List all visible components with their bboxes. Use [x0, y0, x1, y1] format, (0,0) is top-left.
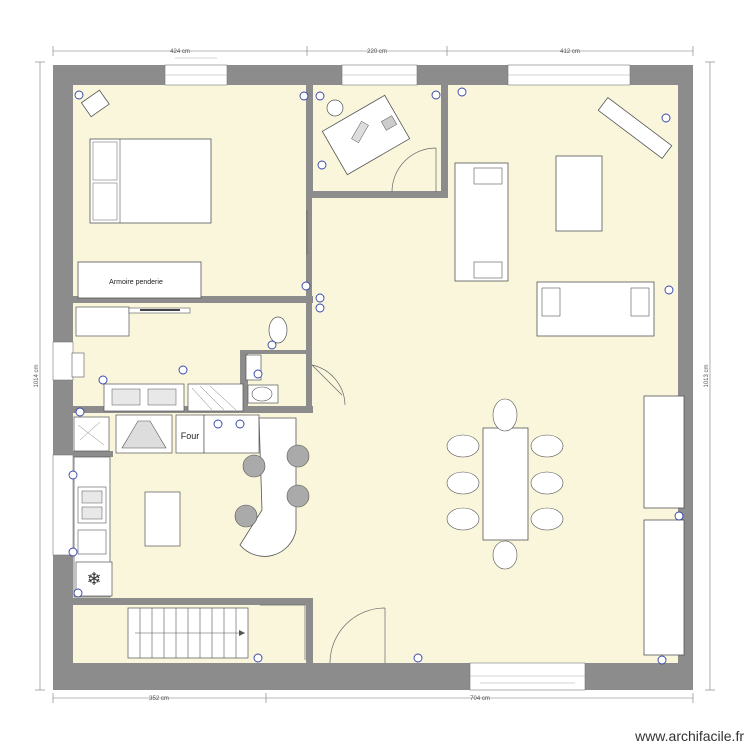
dim-bottom-1: 352 cm	[149, 696, 169, 702]
bar-stool	[234, 504, 258, 528]
dining-chair	[446, 507, 480, 531]
tv-unit	[597, 96, 673, 160]
coffee-table	[555, 155, 603, 232]
oven	[175, 414, 205, 454]
sideboard-1	[643, 395, 685, 509]
dimension-lines	[35, 46, 715, 703]
electrical-outlets	[68, 87, 684, 665]
dining-chair	[530, 507, 564, 531]
oven-label: Four	[181, 431, 200, 441]
desk	[321, 94, 411, 176]
wardrobe	[77, 261, 202, 299]
bar-counter	[239, 417, 297, 557]
dishwasher	[73, 416, 110, 452]
dining-chair	[530, 471, 564, 495]
office	[321, 94, 411, 176]
dim-right: 1013 cm	[704, 364, 710, 387]
dining-table	[482, 427, 529, 541]
sideboard-2	[643, 519, 685, 656]
screen	[380, 115, 398, 131]
laundry-unit	[71, 352, 85, 378]
bed	[89, 138, 212, 224]
keyboard	[351, 120, 369, 144]
dish-rack	[77, 529, 107, 555]
nightstand	[80, 89, 110, 118]
staircase	[127, 607, 249, 659]
bath-shelf	[75, 306, 130, 337]
doors	[260, 147, 437, 664]
dim-top-1: 424 cm	[170, 49, 190, 55]
dim-bottom-2: 704 cm	[470, 696, 490, 702]
office-chair	[326, 99, 344, 117]
counter	[203, 414, 260, 454]
bedroom: Armoire penderie	[77, 89, 212, 299]
dining-chair	[446, 434, 480, 458]
wardrobe-label: Armoire penderie	[109, 279, 163, 286]
living-room	[446, 96, 685, 656]
dining-chair	[446, 471, 480, 495]
dim-top-3: 412 cm	[560, 49, 580, 55]
bar-stool	[286, 444, 310, 468]
bidet	[268, 316, 288, 344]
watermark: www.archifacile.fr	[635, 728, 744, 744]
dining-chair	[530, 434, 564, 458]
kitchen: Four ❄	[73, 414, 310, 598]
dining-chair	[492, 540, 518, 570]
bathroom	[71, 306, 288, 412]
dim-left: 1014 cm	[34, 364, 40, 387]
shower	[187, 383, 244, 412]
snowflake-icon: ❄	[86, 569, 101, 589]
kitchen-island	[144, 491, 181, 547]
dining-chair	[492, 398, 518, 432]
window-detail-lines	[165, 57, 630, 684]
fridge	[75, 561, 113, 597]
bar-stool	[286, 484, 310, 508]
bar-stool	[242, 454, 266, 478]
dim-top-2: 220 cm	[367, 49, 387, 55]
